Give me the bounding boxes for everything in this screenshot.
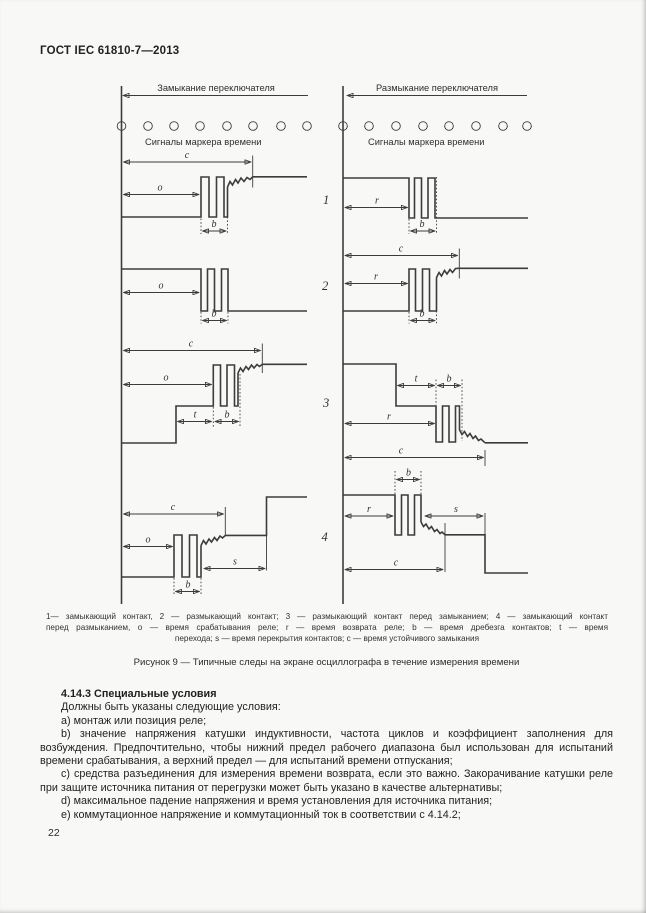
page-number: 22 (48, 827, 60, 839)
paragraph: b) значение напряжения катушки индуктивн… (40, 728, 613, 768)
marker-dot (195, 121, 205, 131)
settling-squiggle (458, 429, 486, 444)
waveform (343, 177, 528, 219)
section-heading: 4.14.3 Специальные условия (61, 688, 217, 700)
dim-label-b: b (447, 374, 452, 385)
waveform (121, 534, 202, 578)
dim-label-r: r (374, 272, 378, 283)
trace-2-right: c r b (343, 244, 528, 324)
row-number-1: 1 (323, 193, 329, 207)
dim-label-c: c (394, 558, 399, 569)
waveform (121, 268, 307, 312)
dim-label-r: r (387, 412, 391, 423)
dim-label-r: r (367, 504, 371, 515)
waveform (121, 364, 239, 444)
marker-dot (143, 121, 153, 131)
dim-label-s: s (454, 504, 458, 515)
dim-label-r: r (375, 196, 379, 207)
marker-dot (169, 121, 179, 131)
right-column-title: Размыкание переключателя (376, 83, 498, 93)
trace-4-right: b r s c (343, 468, 528, 574)
row-number-2: 2 (322, 279, 328, 293)
settling-squiggle (435, 267, 460, 278)
marker-dot (248, 121, 258, 131)
dim-label-b: b (420, 309, 425, 320)
settling-squiggle (226, 176, 254, 188)
marker-dot (302, 121, 312, 131)
dim-label-c: c (399, 244, 404, 255)
dim-label-c: c (399, 446, 404, 457)
waveform (121, 176, 229, 218)
marker-dot (276, 121, 286, 131)
marker-dot (338, 121, 348, 131)
dim-label-b: b (406, 468, 411, 479)
trace-3-left: c o t b (121, 339, 307, 444)
dim-label-b: b (186, 580, 191, 591)
column-header-right: Размыкание переключателя (347, 83, 527, 96)
dim-label-o: o (146, 535, 151, 546)
settling-squiggle (200, 534, 226, 546)
section-4-14-3: 4.14.3 Специальные условия Должны быть у… (40, 688, 613, 822)
dim-label-o: o (158, 183, 163, 194)
legend-line-1: 1— замыкающий контакт, 2 — размыкающий к… (46, 612, 608, 621)
marker-signals-label-right: Сигналы маркера времени (368, 137, 484, 147)
legend-line-2: перед размыканием, o — время срабатывани… (46, 622, 608, 632)
paragraph: Должны быть указаны следующие условия: (61, 701, 281, 714)
dim-label-b: b (212, 309, 217, 320)
marker-dot (222, 121, 232, 131)
dim-label-s: s (233, 557, 237, 568)
marker-dot (444, 121, 454, 131)
dim-label-b: b (212, 219, 217, 230)
row-number-4: 4 (322, 530, 328, 544)
dim-label-c: c (189, 339, 194, 350)
marker-signals-label-left: Сигналы маркера времени (145, 137, 261, 147)
trace-1-right: r b (343, 177, 528, 234)
dim-label-t: t (415, 374, 418, 385)
waveform (225, 496, 307, 537)
dim-label-t: t (194, 410, 197, 421)
row-number-3: 3 (322, 396, 329, 410)
paragraph: a) монтаж или позиция реле; (61, 714, 207, 727)
waveform (343, 494, 422, 536)
marker-dot (391, 121, 401, 131)
trace-3-right: t b r c (343, 363, 528, 466)
left-column-title: Замыкание переключателя (157, 83, 275, 93)
time-marker-dots-left (116, 121, 312, 131)
waveform (343, 363, 461, 443)
trace-4-left: c o s b (121, 496, 307, 595)
marker-dot (116, 121, 127, 131)
paragraph: c) средства разъединения для измерения в… (40, 768, 613, 794)
dim-label-o: o (164, 373, 169, 384)
dim-label-c: c (171, 502, 176, 513)
waveform (445, 534, 528, 574)
dim-label-b: b (420, 219, 425, 230)
dim-label-c: c (185, 150, 190, 161)
trace-2-left: o b (121, 268, 307, 324)
column-header-left: Замыкание переключателя (123, 83, 308, 96)
dim-label-b: b (225, 410, 230, 421)
marker-dot (471, 121, 481, 131)
figure-legend: 1— замыкающий контакт, 2 — размыкающий к… (46, 612, 608, 645)
waveform (343, 268, 438, 312)
dim-label-o: o (159, 281, 164, 292)
marker-dot (364, 121, 374, 131)
trace-1-left: c o b (121, 150, 307, 234)
legend-line-3: перехода; s — время перекрытия контактов… (174, 633, 480, 643)
paragraph: e) коммутационное напряжение и коммутаци… (61, 808, 461, 821)
settling-squiggle (420, 521, 446, 536)
marker-dot (418, 121, 428, 131)
marker-dot (498, 121, 508, 131)
figure-title: Рисунок 9 — Типичные следы на экране осц… (133, 657, 520, 668)
paragraph: d) максимальное падение напряжения и вре… (61, 795, 493, 808)
time-marker-dots-right (338, 121, 532, 131)
settling-squiggle (237, 363, 263, 374)
standard-code-header: ГОСТ IEC 61810-7—2013 (40, 45, 180, 57)
marker-dot (522, 121, 532, 131)
oscillograph-traces-figure: Замыкание переключателя Размыкание перек… (116, 83, 532, 604)
